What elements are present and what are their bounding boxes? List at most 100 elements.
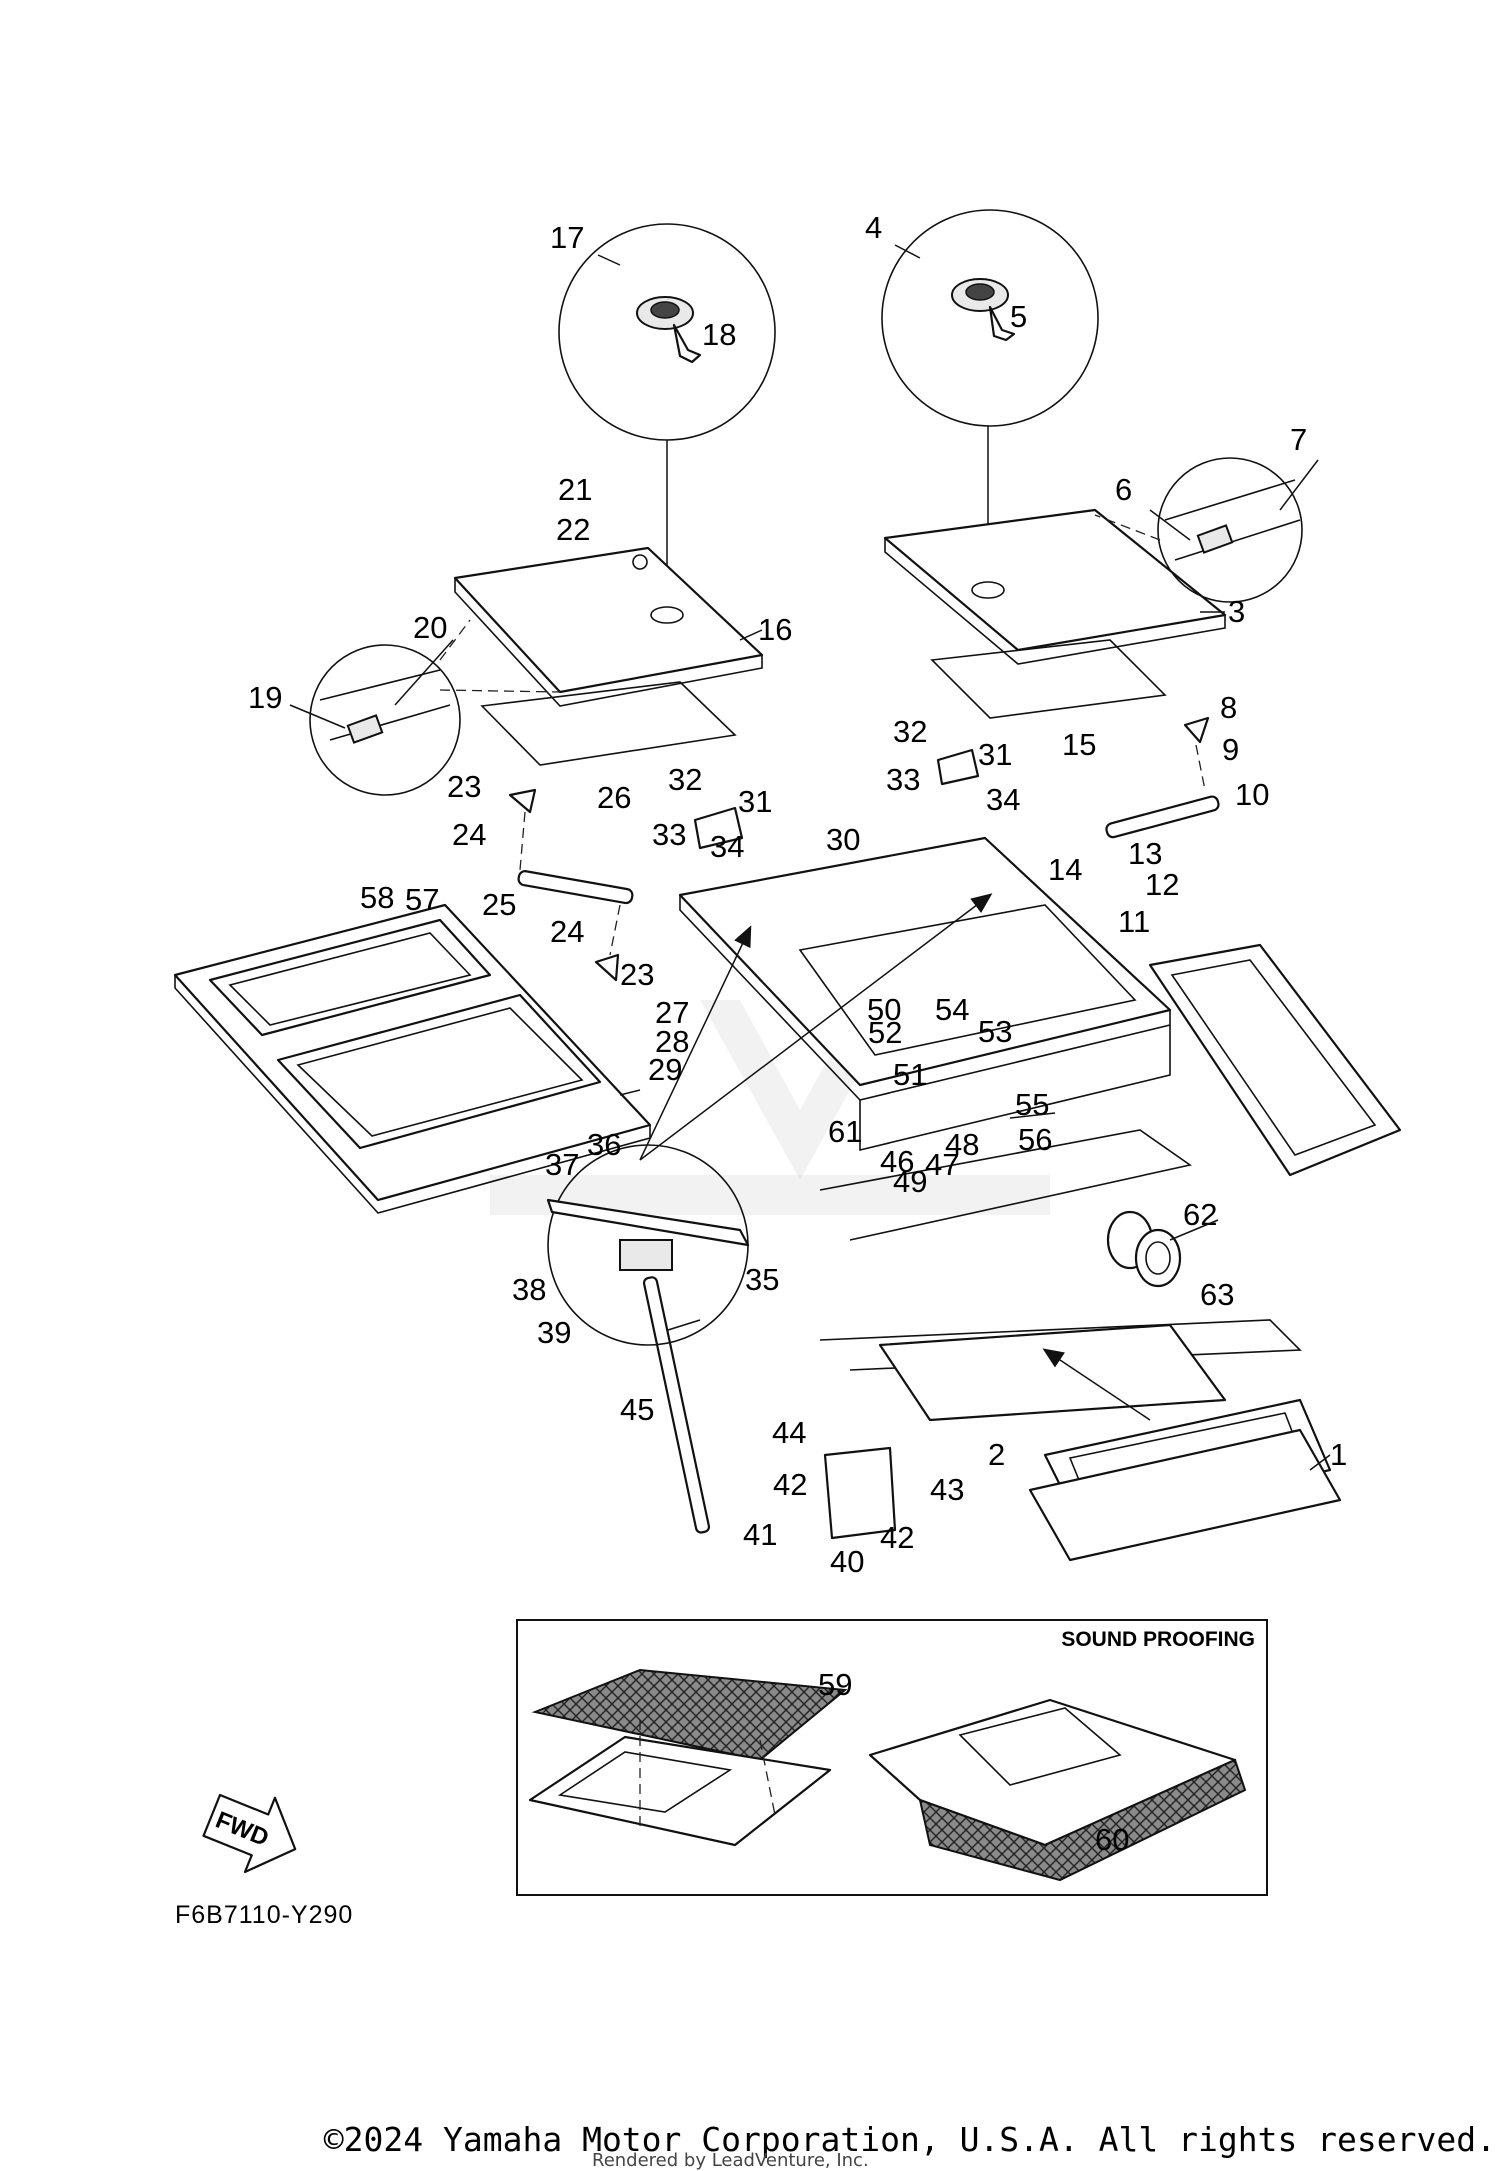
- callout: 42: [773, 1467, 807, 1502]
- sound-proofing-box: SOUND PROOFING: [516, 1619, 1268, 1896]
- diagram-code: F6B7110-Y290: [175, 1901, 353, 1929]
- callout: 45: [620, 1392, 654, 1427]
- callout: 44: [772, 1415, 806, 1450]
- callout: 33: [886, 762, 920, 797]
- callout: 56: [1018, 1122, 1052, 1157]
- right-gas-strut: [1105, 716, 1220, 839]
- callout: 33: [652, 817, 686, 852]
- callout: 53: [978, 1014, 1012, 1049]
- callout: 15: [1062, 727, 1096, 762]
- callout: 28: [655, 1024, 689, 1059]
- callout: 18: [702, 317, 736, 352]
- callout: 29: [648, 1052, 682, 1087]
- hull-side-opening: [1148, 943, 1402, 1177]
- sound-mat-61: [918, 1758, 1247, 1882]
- callout: 50: [867, 992, 901, 1027]
- callout: 31: [978, 737, 1012, 772]
- callout: 6: [1115, 472, 1132, 507]
- left-hatch-lid: [453, 546, 764, 707]
- callout: 39: [537, 1315, 571, 1350]
- callout: 13: [1128, 836, 1162, 871]
- callout: 5: [1010, 299, 1027, 334]
- callout: 25: [482, 887, 516, 922]
- callout: 62: [1183, 1197, 1217, 1232]
- leader-lines: [289, 244, 1331, 1471]
- hull-surface: [819, 1129, 1302, 1422]
- detail-circle-4: [881, 209, 1099, 590]
- callout: 35: [745, 1262, 779, 1297]
- callout: 49: [893, 1164, 927, 1199]
- left-hinge-detail: [309, 619, 561, 796]
- callout: 46: [880, 1144, 914, 1179]
- callout: 24: [550, 914, 584, 949]
- callout-numbers: 1 2 3 4 5 6 7 8 9 10 11 12 13 14 15 16 1…: [248, 210, 1347, 1857]
- callout: 17: [550, 220, 584, 255]
- callout: 11: [1118, 904, 1150, 939]
- callout: 3: [1228, 594, 1245, 629]
- callout: 51: [893, 1057, 927, 1092]
- callout: 52: [868, 1015, 902, 1050]
- storage-tray: [173, 903, 652, 1214]
- assembly-arrows: [639, 893, 1151, 1421]
- callout: 31: [738, 784, 772, 819]
- callout: 32: [668, 762, 702, 797]
- callout: 34: [710, 829, 744, 864]
- rendered-by-notice: Rendered by LeadVenture, Inc.: [592, 2150, 869, 2171]
- callout: 42: [880, 1520, 914, 1555]
- callout: 8: [1220, 690, 1237, 725]
- hatch-deck-frame: [678, 836, 1172, 1152]
- callout: 23: [620, 957, 654, 992]
- hinge-hardware-left: [693, 806, 744, 850]
- callout: 34: [986, 782, 1020, 817]
- callout: 30: [826, 822, 860, 857]
- callout: 61: [828, 1114, 862, 1149]
- callout: 48: [945, 1127, 979, 1162]
- callout: 9: [1222, 732, 1239, 767]
- callout: 54: [935, 992, 969, 1027]
- callout: 32: [893, 714, 927, 749]
- long-gas-strut: [642, 1276, 711, 1534]
- callout: 4: [865, 210, 882, 245]
- callout: 21: [558, 472, 592, 507]
- callout: 2: [988, 1437, 1005, 1472]
- callout: 60: [1095, 1822, 1129, 1857]
- callout: 37: [545, 1147, 579, 1182]
- copyright-notice: ©2024 Yamaha Motor Corporation, U.S.A. A…: [323, 2120, 1496, 2159]
- detail-circle-17: [558, 223, 776, 610]
- callout: 57: [405, 882, 439, 917]
- callout: 7: [1290, 422, 1307, 457]
- hatch-rim: [1028, 1398, 1342, 1562]
- strut-mount-plate: [823, 1446, 897, 1540]
- vent-fittings: [1106, 1210, 1182, 1288]
- right-hinge-detail: [1094, 457, 1303, 603]
- callout: 16: [758, 612, 792, 647]
- callout: 22: [556, 512, 590, 547]
- left-lid-seal: [480, 681, 737, 766]
- callout: 1: [1330, 1437, 1347, 1472]
- callout: 24: [452, 817, 486, 852]
- right-lid-seal: [930, 639, 1167, 719]
- callout: 40: [830, 1544, 864, 1579]
- strut-bracket-detail: [546, 1144, 750, 1346]
- callout: 14: [1048, 852, 1082, 887]
- callout: 47: [925, 1147, 959, 1182]
- callout: 36: [587, 1127, 621, 1162]
- callout: 59: [818, 1667, 852, 1702]
- left-gas-strut: [508, 788, 634, 982]
- callout: 19: [248, 680, 282, 715]
- sound-mat-60: [531, 1668, 848, 1762]
- hinge-hardware-right: [936, 748, 980, 786]
- callout: 58: [360, 880, 394, 915]
- fwd-arrow-icon: FWD: [202, 1793, 297, 1874]
- callout: 10: [1235, 777, 1269, 812]
- callout: 43: [930, 1472, 964, 1507]
- callout: 27: [655, 995, 689, 1030]
- callout: 12: [1145, 867, 1179, 902]
- callout: 41: [743, 1517, 777, 1552]
- sound-proofing-title: SOUND PROOFING: [1061, 1628, 1255, 1651]
- right-hatch-lid: [883, 508, 1227, 665]
- callout: 20: [413, 610, 447, 645]
- callout: 38: [512, 1272, 546, 1307]
- callout: 63: [1200, 1277, 1234, 1312]
